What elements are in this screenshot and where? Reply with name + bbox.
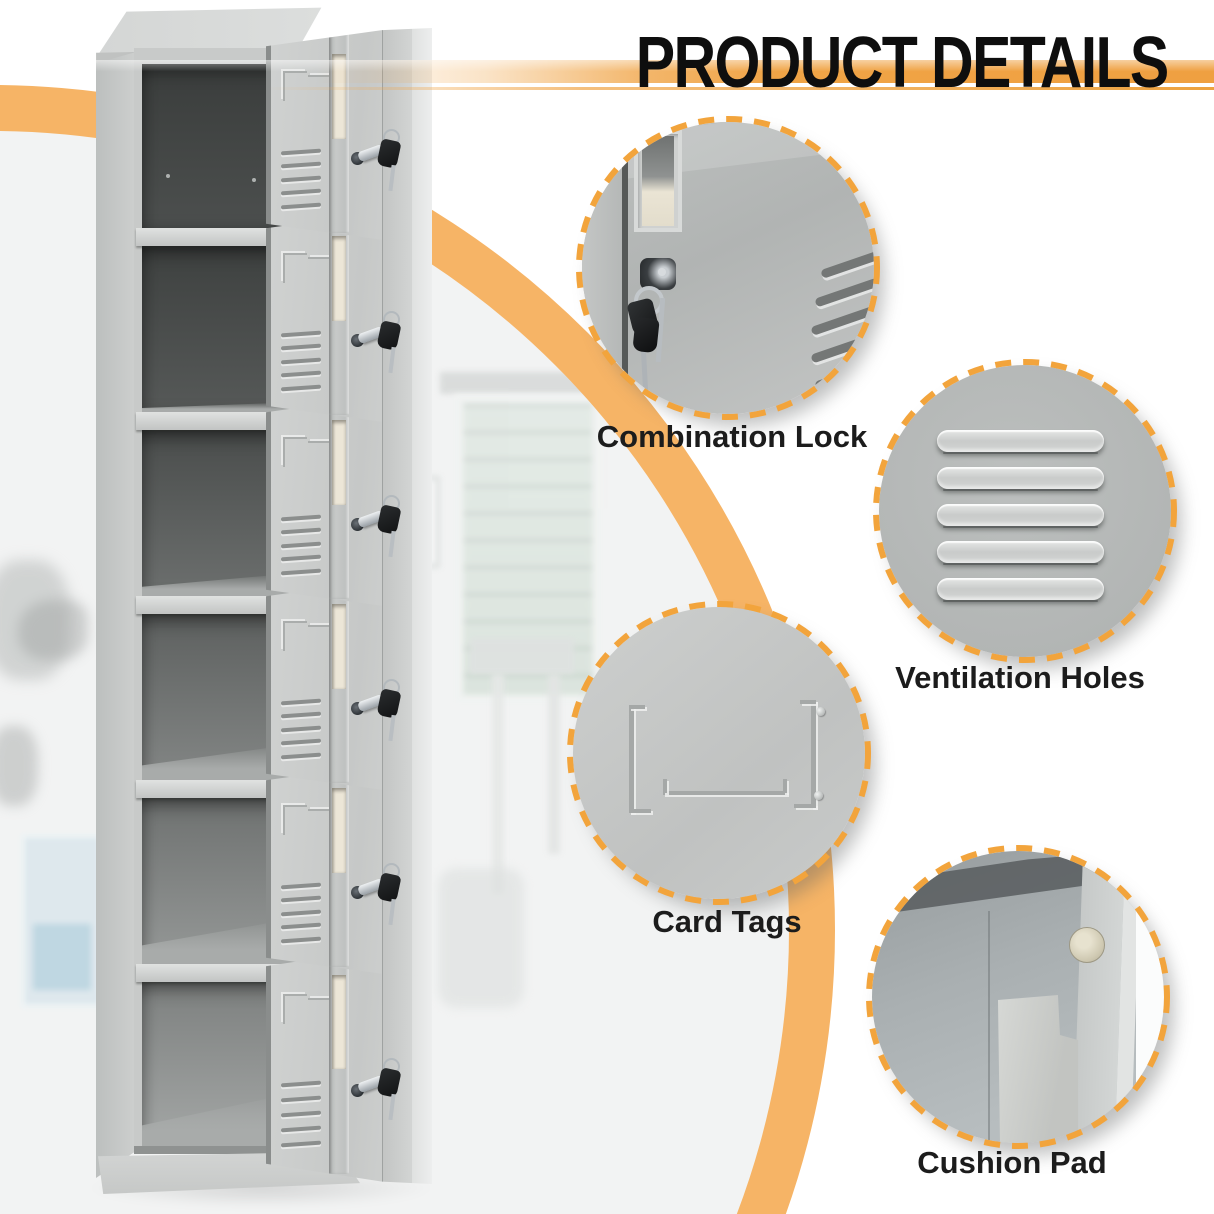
gym-equipment-silhouette <box>0 560 70 680</box>
gym-stool <box>470 638 574 674</box>
door-emboss <box>282 620 307 651</box>
ventilation-holes-photo <box>879 365 1171 657</box>
door-card-strip <box>331 236 347 321</box>
vent-icon <box>937 430 1104 454</box>
card-tag-emboss <box>629 705 634 813</box>
door-vent-slots <box>280 514 321 576</box>
combination-lock-photo <box>582 122 874 414</box>
door-hinge-edge <box>266 394 271 608</box>
key-icon <box>376 494 417 565</box>
callout-label: Ventilation Holes <box>895 660 1145 695</box>
key-icon <box>376 128 417 199</box>
locker-door <box>266 762 432 976</box>
door-vent-slots <box>280 882 321 944</box>
key-icon <box>376 1057 417 1128</box>
door-hinge-edge <box>266 946 271 1184</box>
gym-chair-silhouette <box>438 868 524 1008</box>
door-card-strip <box>331 788 347 873</box>
key-icon <box>376 678 417 749</box>
door-stiffener-channel <box>329 950 349 1175</box>
gym-bike-silhouette <box>18 600 88 660</box>
door-stiffener-channel <box>329 766 349 968</box>
door-emboss <box>282 804 307 835</box>
door-stiffener-channel <box>329 582 349 784</box>
door-hinge-edge <box>266 210 271 424</box>
door-vent-slots <box>280 698 321 760</box>
callout-label: Card Tags <box>652 904 802 939</box>
cushion-button <box>1069 927 1105 963</box>
callout-label: Combination Lock <box>596 419 868 454</box>
door-emboss <box>282 252 307 283</box>
key-icon <box>376 310 417 381</box>
door-card-strip <box>331 420 347 505</box>
locker-shelf <box>136 228 308 246</box>
header-accent-bar <box>0 60 1214 83</box>
door-card-strip <box>331 604 347 689</box>
card-tags-photo <box>573 607 865 899</box>
cushion-pad-photo <box>872 851 1164 1143</box>
callout-label: Cushion Pad <box>917 1145 1107 1180</box>
door-gap-line <box>622 122 628 414</box>
door-stiffener-channel <box>329 214 349 416</box>
locker-shelf <box>136 780 308 798</box>
handle-recess <box>634 130 682 232</box>
vent-icon <box>820 250 874 279</box>
latch-icon <box>350 325 385 349</box>
door-vent-slots <box>280 1080 321 1148</box>
door-stiffener-channel <box>329 398 349 600</box>
locker-door <box>266 210 432 424</box>
door-vent-slots <box>280 330 321 392</box>
door-emboss <box>282 993 307 1024</box>
locker-shelf <box>136 596 308 614</box>
latch-icon <box>350 509 385 533</box>
locker-shelf <box>136 964 308 982</box>
door-emboss <box>282 436 307 467</box>
door-hinge-edge <box>266 28 271 242</box>
gym-blue-window <box>20 833 104 1009</box>
door-edge-strip <box>582 122 622 414</box>
locker-side-panel <box>96 52 136 1178</box>
door-card-strip <box>331 975 347 1070</box>
locker-door <box>266 394 432 608</box>
door-hinge-edge <box>266 578 271 792</box>
latch-icon <box>350 693 385 717</box>
gym-window-lintel <box>440 372 610 394</box>
locker-door <box>266 946 432 1184</box>
latch-icon <box>350 143 385 167</box>
door-vent-slots <box>280 148 321 210</box>
door-hinge-edge <box>266 762 271 976</box>
locker-shelf <box>136 412 308 430</box>
latch-icon <box>350 877 385 901</box>
page-title: PRODUCT DETAILS <box>636 23 1170 103</box>
cushion-pad-part <box>997 995 1079 1143</box>
key-icon <box>632 316 660 354</box>
rivet-icon <box>816 707 825 716</box>
latch-icon <box>350 1075 385 1101</box>
locker-door <box>266 578 432 792</box>
header-underline <box>0 87 1214 90</box>
key-icon <box>376 862 417 933</box>
